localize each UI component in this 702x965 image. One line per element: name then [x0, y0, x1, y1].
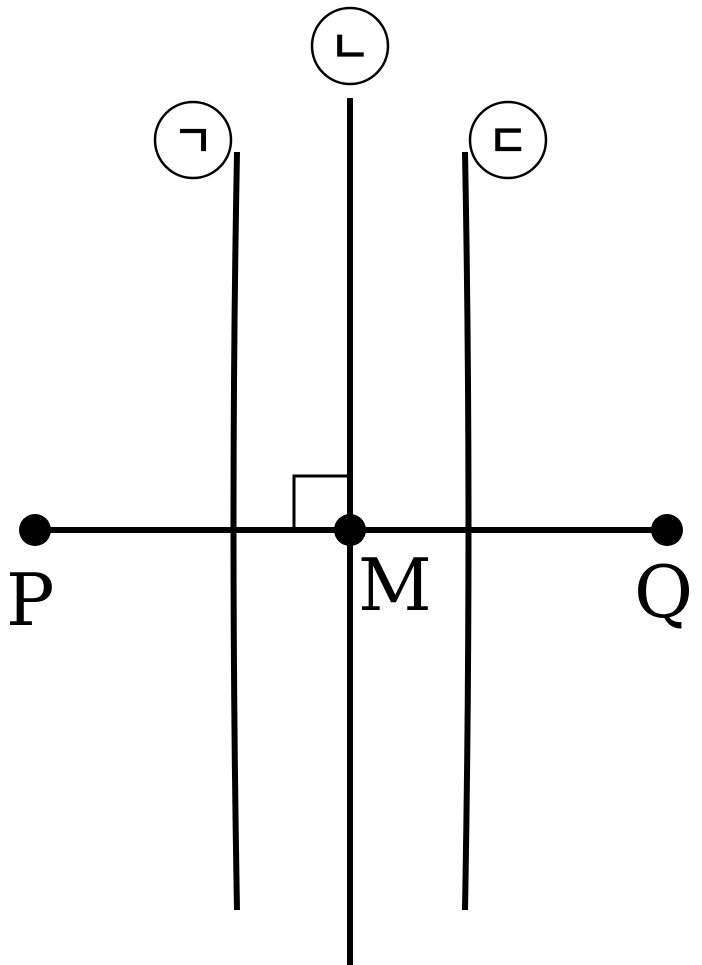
marker-right-arc: ㄷ	[468, 100, 548, 180]
marker-left-arc: ㄱ	[153, 100, 233, 180]
label-q: Q	[634, 550, 693, 634]
label-m: M	[358, 543, 432, 627]
marker-middle-line: ㄴ	[310, 6, 390, 86]
arc-right	[462, 151, 472, 911]
marker-right-arc-text: ㄷ	[488, 116, 528, 167]
marker-middle-line-text: ㄴ	[330, 22, 370, 73]
point-m	[334, 514, 366, 546]
label-p: P	[6, 558, 54, 642]
right-angle-mark	[292, 474, 348, 530]
point-p	[19, 514, 51, 546]
marker-left-arc-text: ㄱ	[173, 116, 213, 167]
point-q	[651, 514, 683, 546]
arc-left	[230, 151, 240, 911]
